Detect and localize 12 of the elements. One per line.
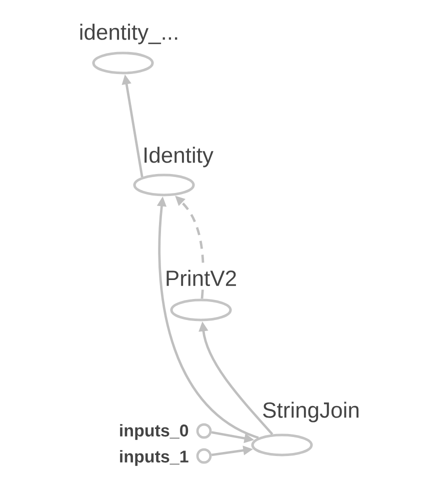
input-node: inputs_0 bbox=[120, 423, 212, 440]
op-node: PrintV2 bbox=[166, 270, 236, 322]
node-label: Identity bbox=[144, 146, 214, 168]
node-label: PrintV2 bbox=[166, 270, 236, 286]
node-label: StringJoin bbox=[263, 402, 358, 422]
input-node: inputs_1 bbox=[120, 448, 212, 466]
op-node: Identity bbox=[133, 146, 214, 196]
node-label: inputs_0 bbox=[120, 424, 188, 440]
node-label: identity_... bbox=[80, 24, 178, 44]
node-label: inputs_1 bbox=[120, 450, 188, 466]
op-node: identity_... bbox=[80, 24, 178, 74]
op-node: StringJoin bbox=[251, 402, 358, 456]
